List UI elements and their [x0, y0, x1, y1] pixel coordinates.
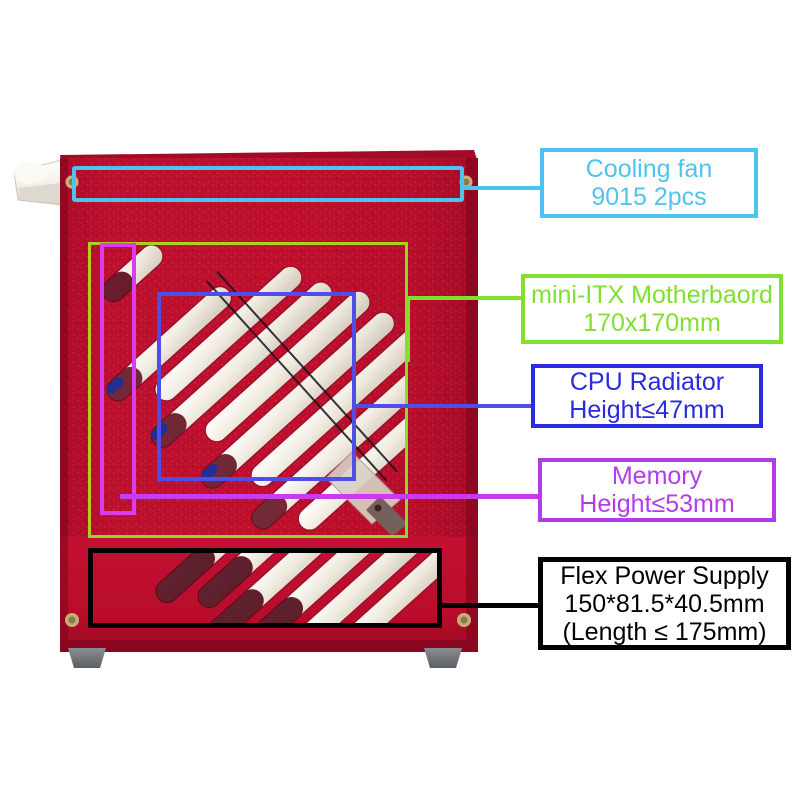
- annotation-rect-cooling-fan: [72, 166, 464, 202]
- leader-line-motherboard-drop: [406, 296, 410, 362]
- motherboard-line-2: 170x170mm: [583, 309, 721, 337]
- annotation-rect-cpu-radiator: [157, 292, 356, 481]
- cooling-fan-callout[interactable]: Cooling fan 9015 2pcs: [540, 148, 758, 218]
- cooling-fan-line-2: 9015 2pcs: [591, 183, 707, 211]
- memory-line-2: Height≤53mm: [579, 490, 735, 518]
- annotation-rect-power-supply: [88, 548, 442, 628]
- annotation-rect-memory: [100, 243, 136, 515]
- leader-line-power-supply: [440, 603, 544, 608]
- memory-line-1: Memory: [611, 462, 703, 490]
- cpu-radiator-line-2: Height≤47mm: [569, 396, 725, 424]
- cpu-radiator-callout[interactable]: CPU Radiator Height≤47mm: [531, 364, 763, 428]
- power-supply-line-3: (Length ≤ 175mm): [562, 617, 767, 646]
- case-side-handle: [13, 159, 63, 206]
- power-supply-line-1: Flex Power Supply: [560, 561, 769, 590]
- leader-line-motherboard: [406, 296, 532, 300]
- case-feet: [68, 648, 462, 668]
- memory-callout[interactable]: Memory Height≤53mm: [538, 458, 776, 522]
- leader-line-cooling-fan: [464, 186, 544, 190]
- leader-line-memory: [120, 494, 540, 499]
- cpu-radiator-line-1: CPU Radiator: [569, 368, 725, 396]
- case-body: [60, 150, 478, 652]
- motherboard-callout[interactable]: mini-ITX Motherbaord 170x170mm: [521, 274, 783, 344]
- motherboard-line-1: mini-ITX Motherbaord: [531, 281, 773, 309]
- power-supply-callout[interactable]: Flex Power Supply 150*81.5*40.5mm (Lengt…: [538, 557, 791, 650]
- annotation-rect-motherboard-outline: [88, 242, 408, 538]
- leader-line-cpu-radiator: [354, 404, 554, 408]
- cooling-fan-line-1: Cooling fan: [585, 155, 713, 183]
- power-supply-line-2: 150*81.5*40.5mm: [564, 589, 765, 618]
